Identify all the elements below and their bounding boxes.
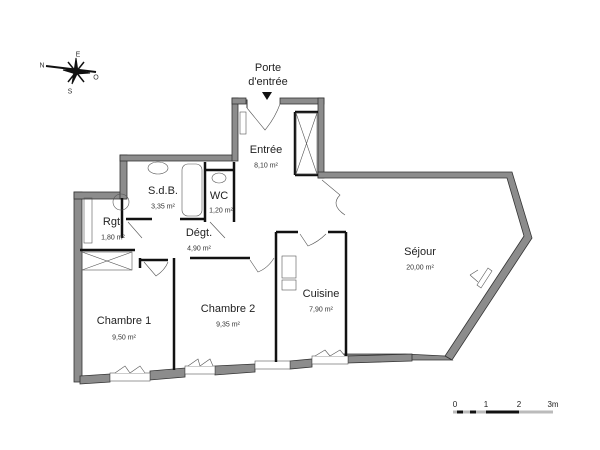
compass-rose-icon xyxy=(45,57,97,85)
room-degt-name: Dégt. xyxy=(185,227,213,239)
compass-south-label: O xyxy=(93,74,99,82)
room-chambre2-area: 9,35 m² xyxy=(216,321,240,329)
scale-tick-2: 2 xyxy=(516,400,522,409)
entrance-arrow-icon xyxy=(262,92,272,100)
room-wc-name: WC xyxy=(209,190,229,202)
room-sejour-name: Séjour xyxy=(404,246,436,258)
scale-tick-1: 1 xyxy=(483,400,489,409)
compass-east-label: E xyxy=(75,51,81,59)
room-rgt-name: Rgt. xyxy=(102,216,124,228)
scale-tick-0: 0 xyxy=(452,400,458,409)
compass-west-label: S xyxy=(67,88,73,96)
room-chambre1-name: Chambre 1 xyxy=(96,315,152,327)
room-sdb-area: 3,35 m² xyxy=(151,203,175,211)
room-cuisine-area: 7,90 m² xyxy=(309,306,333,314)
outer-walls xyxy=(73,97,533,385)
entrance-label-line2: d'entrée xyxy=(248,76,288,88)
compass-north-label: N xyxy=(39,62,45,70)
windows xyxy=(109,267,493,382)
room-entree-area: 8,10 m² xyxy=(254,162,278,170)
scale-tick-3: 3m xyxy=(547,400,559,409)
fixtures xyxy=(81,111,318,291)
room-cuisine-name: Cuisine xyxy=(302,288,340,300)
room-sejour-area: 20,00 m² xyxy=(406,264,434,272)
room-chambre1-area: 9,50 m² xyxy=(112,334,136,342)
room-sdb-name: S.d.B. xyxy=(148,185,178,197)
room-rgt-area: 1,80 m² xyxy=(101,234,125,242)
partitions xyxy=(80,110,348,370)
doors xyxy=(127,103,346,277)
entrance-label-line1: Porte xyxy=(254,62,282,74)
room-entree-name: Entrée xyxy=(249,144,283,156)
room-chambre2-name: Chambre 2 xyxy=(200,303,256,315)
room-wc-area: 1,20 m² xyxy=(209,207,233,215)
room-degt-area: 4,90 m² xyxy=(187,245,211,253)
